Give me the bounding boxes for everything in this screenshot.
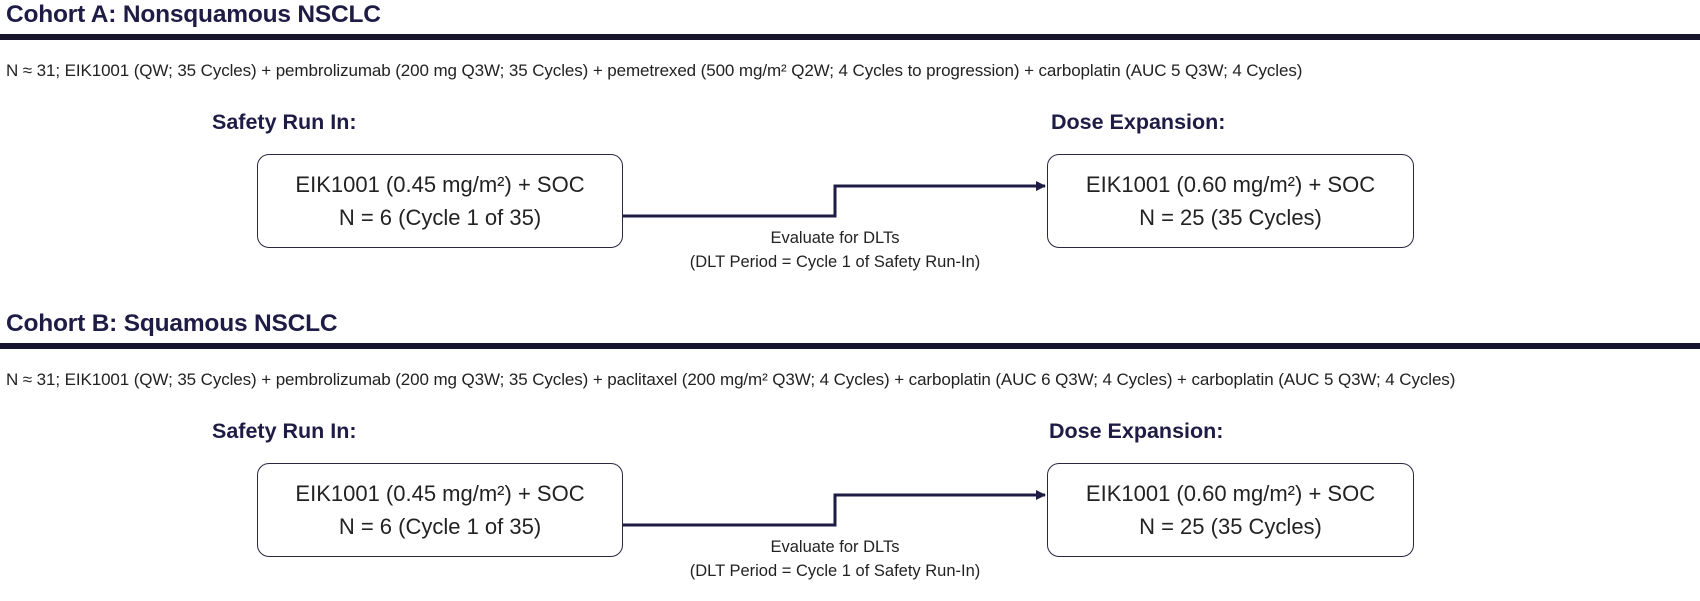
- expansion-box-n: N = 25 (35 Cycles): [1139, 205, 1322, 230]
- dose-expansion-box: EIK1001 (0.60 mg/m²) + SOC N = 25 (35 Cy…: [1047, 154, 1414, 248]
- safety-box-dose: EIK1001 (0.45 mg/m²) + SOC: [295, 481, 585, 506]
- safety-run-in-box: EIK1001 (0.45 mg/m²) + SOC N = 6 (Cycle …: [257, 154, 623, 248]
- safety-box-dose: EIK1001 (0.45 mg/m²) + SOC: [295, 172, 585, 197]
- note-line-1: Evaluate for DLTs: [770, 229, 900, 247]
- safety-run-in-label: Safety Run In:: [212, 419, 357, 443]
- cohort-b-section: Cohort B: Squamous NSCLC N ≈ 31; EIK1001…: [0, 309, 1700, 601]
- note-line-2: (DLT Period = Cycle 1 of Safety Run-In): [689, 562, 981, 580]
- cohort-title: Cohort A: Nonsquamous NSCLC: [6, 1, 381, 28]
- flow-arrow: [623, 181, 1046, 218]
- dlt-evaluation-note: Evaluate for DLTs (DLT Period = Cycle 1 …: [690, 535, 981, 583]
- safety-box-n: N = 6 (Cycle 1 of 35): [338, 205, 542, 230]
- note-line-2: (DLT Period = Cycle 1 of Safety Run-In): [689, 253, 981, 271]
- cohort-description: N ≈ 31; EIK1001 (QW; 35 Cycles) + pembro…: [6, 61, 1303, 80]
- dlt-evaluation-note: Evaluate for DLTs (DLT Period = Cycle 1 …: [690, 226, 981, 274]
- flow-arrow: [623, 490, 1046, 527]
- cohort-title: Cohort B: Squamous NSCLC: [6, 310, 338, 337]
- safety-run-in-box: EIK1001 (0.45 mg/m²) + SOC N = 6 (Cycle …: [257, 463, 623, 557]
- note-line-1: Evaluate for DLTs: [770, 538, 900, 556]
- dose-expansion-label: Dose Expansion:: [1049, 419, 1224, 443]
- dose-expansion-box: EIK1001 (0.60 mg/m²) + SOC N = 25 (35 Cy…: [1047, 463, 1414, 557]
- section-divider: [0, 34, 1700, 40]
- dose-expansion-label: Dose Expansion:: [1051, 110, 1226, 134]
- cohort-description: N ≈ 31; EIK1001 (QW; 35 Cycles) + pembro…: [6, 370, 1456, 389]
- expansion-box-dose: EIK1001 (0.60 mg/m²) + SOC: [1085, 172, 1376, 197]
- safety-box-n: N = 6 (Cycle 1 of 35): [338, 514, 542, 539]
- expansion-box-dose: EIK1001 (0.60 mg/m²) + SOC: [1085, 481, 1376, 506]
- section-divider: [0, 343, 1700, 349]
- safety-run-in-label: Safety Run In:: [212, 110, 357, 134]
- cohort-a-section: Cohort A: Nonsquamous NSCLC N ≈ 31; EIK1…: [0, 0, 1700, 292]
- expansion-box-n: N = 25 (35 Cycles): [1139, 514, 1322, 539]
